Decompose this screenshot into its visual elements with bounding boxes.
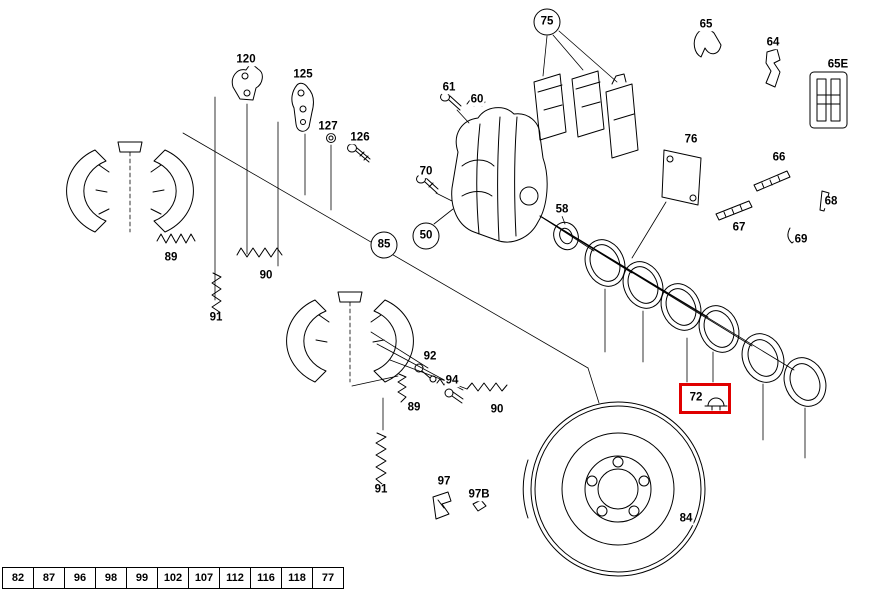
legend-cell-77[interactable]: 77 (312, 567, 344, 589)
bushing-58 (553, 221, 579, 251)
part-callout-91[interactable]: 91 (208, 311, 224, 324)
legend-cell-99[interactable]: 99 (126, 567, 158, 589)
fasteners-92 (414, 363, 452, 386)
part-callout-90[interactable]: 90 (489, 403, 505, 416)
brake-shoe-set-left (66, 141, 194, 233)
plate-76 (661, 149, 702, 206)
part-callout-85[interactable]: 85 (370, 231, 398, 259)
brake-disc (522, 401, 706, 577)
clip-64 (765, 48, 781, 88)
part-callout-84[interactable]: 84 (678, 512, 694, 525)
part-callout-76[interactable]: 76 (683, 133, 699, 146)
part-callout-70[interactable]: 70 (418, 165, 434, 178)
part-callout-58[interactable]: 58 (554, 203, 570, 216)
part-callout-89[interactable]: 89 (163, 251, 179, 264)
nut-127 (326, 133, 336, 143)
bolt-61 (440, 92, 462, 111)
part-callout-69[interactable]: 69 (793, 233, 809, 246)
clip-97 (432, 491, 452, 520)
springs-and-fasteners (156, 233, 508, 485)
caliper (451, 107, 548, 243)
part-callout-72[interactable]: 72 (688, 391, 704, 404)
block-97b (472, 499, 487, 512)
part-callout-68[interactable]: 68 (823, 195, 839, 208)
part-callout-61[interactable]: 61 (441, 81, 457, 94)
part-callout-120[interactable]: 120 (235, 53, 257, 66)
pin-66 (753, 170, 791, 192)
part-callout-65[interactable]: 65 (698, 18, 714, 31)
part-callout-91[interactable]: 91 (373, 483, 389, 496)
part-callout-65e[interactable]: 65E (826, 58, 850, 71)
part-callout-89[interactable]: 89 (406, 401, 422, 414)
cap-72 (704, 397, 728, 411)
part-callout-64[interactable]: 64 (765, 36, 781, 49)
part-callout-126[interactable]: 126 (349, 131, 371, 144)
bracket-120 (231, 62, 263, 101)
bolt-126 (347, 143, 371, 163)
brake-pads (533, 70, 639, 159)
part-callout-127[interactable]: 127 (317, 120, 339, 133)
legend-cell-82[interactable]: 82 (2, 567, 34, 589)
part-callout-66[interactable]: 66 (771, 151, 787, 164)
part-callout-90[interactable]: 90 (258, 269, 274, 282)
plate-65e (809, 71, 848, 129)
part-callout-97b[interactable]: 97B (467, 488, 491, 501)
part-callout-50[interactable]: 50 (412, 222, 440, 250)
legend-cell-112[interactable]: 112 (219, 567, 251, 589)
part-callout-67[interactable]: 67 (731, 221, 747, 234)
part-callout-125[interactable]: 125 (292, 68, 314, 81)
legend-cell-96[interactable]: 96 (64, 567, 96, 589)
clip-69 (787, 227, 799, 244)
link-plate-125 (291, 82, 314, 132)
pin-68 (819, 190, 830, 212)
clip-65 (693, 28, 722, 58)
selected-part-highlight-box (679, 383, 731, 414)
part-callout-75[interactable]: 75 (533, 8, 561, 36)
legend-cell-87[interactable]: 87 (33, 567, 65, 589)
pin-67 (715, 200, 753, 221)
part-callout-97[interactable]: 97 (436, 475, 452, 488)
bolt-94 (444, 388, 464, 404)
legend-cell-102[interactable]: 102 (157, 567, 189, 589)
seal-rings (584, 239, 827, 407)
legend-cell-107[interactable]: 107 (188, 567, 220, 589)
part-callout-60[interactable]: 60 (469, 93, 485, 106)
legend-cell-118[interactable]: 118 (281, 567, 313, 589)
legend-cell-116[interactable]: 116 (250, 567, 282, 589)
part-callout-94[interactable]: 94 (444, 374, 460, 387)
part-callout-92[interactable]: 92 (422, 350, 438, 363)
legend-cell-98[interactable]: 98 (95, 567, 127, 589)
brake-shoe-set-middle (286, 291, 414, 383)
